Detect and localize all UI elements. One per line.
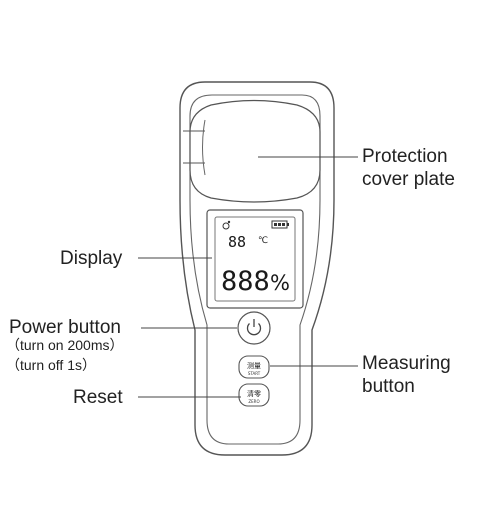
cover-hinge-side	[202, 119, 206, 176]
measuring-button[interactable]: 测量 START	[238, 355, 270, 379]
label-reset: Reset	[73, 387, 123, 408]
label-power-button: Power button	[9, 317, 121, 338]
label-protection-cover-plate: Protection cover plate	[362, 145, 455, 191]
reset-button[interactable]: 清零 ZERO	[238, 383, 270, 407]
label-measuring-button: Measuring button	[362, 352, 451, 398]
power-icon	[246, 319, 262, 336]
label-protection-line1: Protection	[362, 146, 448, 167]
device-outer-shell	[179, 81, 335, 456]
lcd-humidity: 888	[221, 266, 270, 297]
lcd-temperature: 88	[228, 233, 246, 251]
label-measuring-line1: Measuring	[362, 353, 451, 374]
protection-cover-plate	[189, 99, 321, 203]
reset-button-en: ZERO	[248, 399, 259, 404]
label-display: Display	[60, 248, 123, 269]
power-button[interactable]	[237, 311, 271, 345]
lcd-temperature-unit: ℃	[258, 236, 268, 246]
measuring-button-cn: 测量	[247, 362, 261, 370]
battery-icon	[271, 220, 289, 229]
lcd-humidity-unit: %	[270, 271, 290, 295]
measuring-button-en: START	[248, 371, 261, 376]
label-power-note-on: （turn on 200ms）	[6, 337, 124, 353]
device-inner-shell	[189, 94, 321, 445]
label-protection-line2: cover plate	[362, 169, 455, 190]
signal-icon	[222, 222, 230, 230]
reset-button-cn: 清零	[247, 389, 261, 398]
display-window	[206, 209, 304, 309]
label-measuring-line2: button	[362, 376, 415, 397]
display-screen	[214, 216, 296, 302]
label-power-note-off: （turn off 1s）	[6, 357, 97, 373]
signal-icon-dot	[227, 220, 231, 224]
